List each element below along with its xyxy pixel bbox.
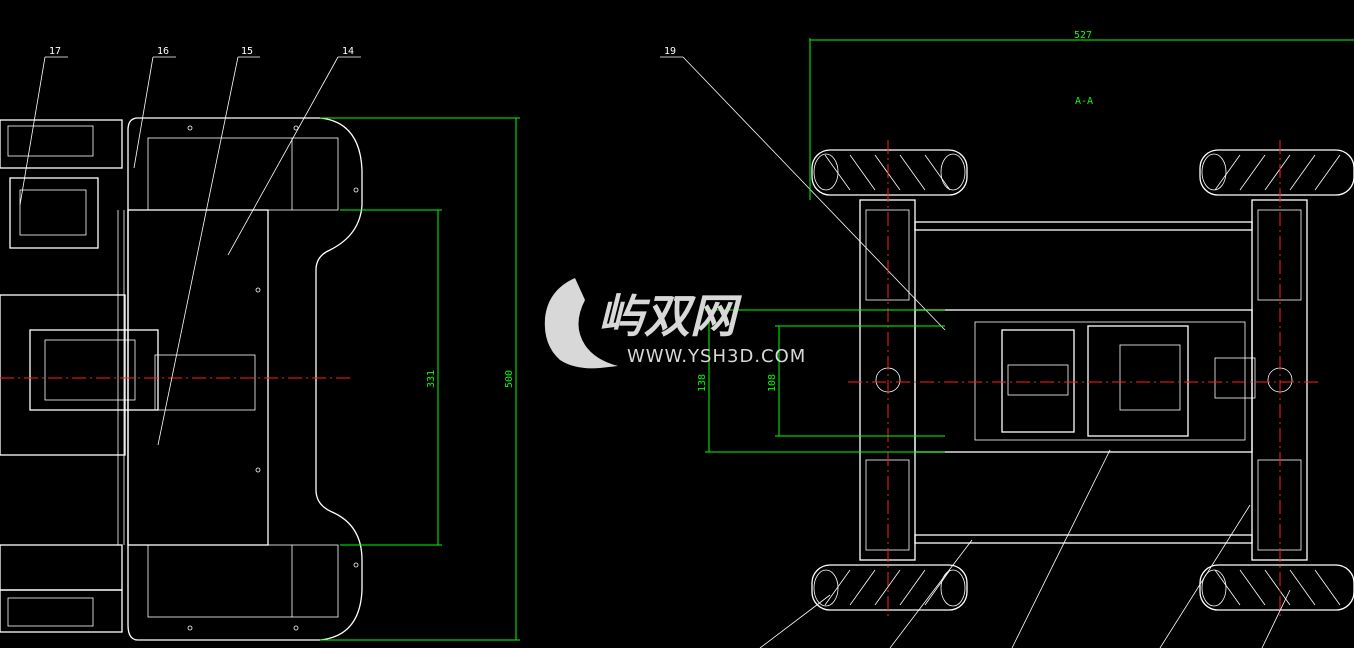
right-center-plate	[914, 309, 1253, 453]
left-motor-block	[154, 354, 256, 411]
part-label-17: 17	[49, 46, 61, 57]
dim-331: 331	[426, 370, 437, 388]
part-leaders	[19, 56, 946, 446]
dim-108: 108	[767, 374, 778, 392]
left-drive-unit	[0, 294, 126, 456]
right-battery	[1001, 329, 1075, 433]
left-frame-top	[0, 119, 123, 169]
mecanum-wheel-tr	[1199, 149, 1354, 196]
dim-138: 138	[697, 374, 708, 392]
left-top-view	[0, 117, 363, 641]
right-section-view	[705, 38, 1354, 648]
left-body-outline	[127, 117, 363, 641]
left-frame-bottom	[0, 544, 123, 591]
right-top-crossbar	[914, 221, 1253, 231]
right-bottom-crossbar	[914, 534, 1253, 544]
part-label-19: 19	[664, 46, 676, 57]
watermark-brand: 屿双网	[598, 289, 742, 343]
mecanum-wheel-tl	[811, 149, 968, 196]
part-label-16: 16	[157, 46, 169, 57]
left-bottom-panel	[147, 544, 339, 618]
left-top-panel	[147, 137, 339, 211]
dim-527: 527	[1074, 30, 1092, 41]
dim-500: 500	[504, 370, 515, 388]
watermark-logo-icon	[544, 278, 618, 369]
left-frame-bottom-2	[0, 589, 123, 633]
part-label-14: 14	[342, 46, 354, 57]
watermark: 屿双网 WWW.YSH3D.COM	[544, 278, 806, 369]
left-drive-housing	[29, 329, 159, 411]
section-label: A-A	[1075, 96, 1093, 107]
left-dimensions	[320, 117, 520, 641]
left-bracket-top	[9, 177, 99, 249]
right-controller	[1087, 325, 1189, 437]
watermark-url: WWW.YSH3D.COM	[627, 346, 806, 367]
mecanum-wheel-br	[1199, 564, 1354, 611]
mecanum-wheel-bl	[811, 564, 968, 611]
part-label-15: 15	[241, 46, 253, 57]
